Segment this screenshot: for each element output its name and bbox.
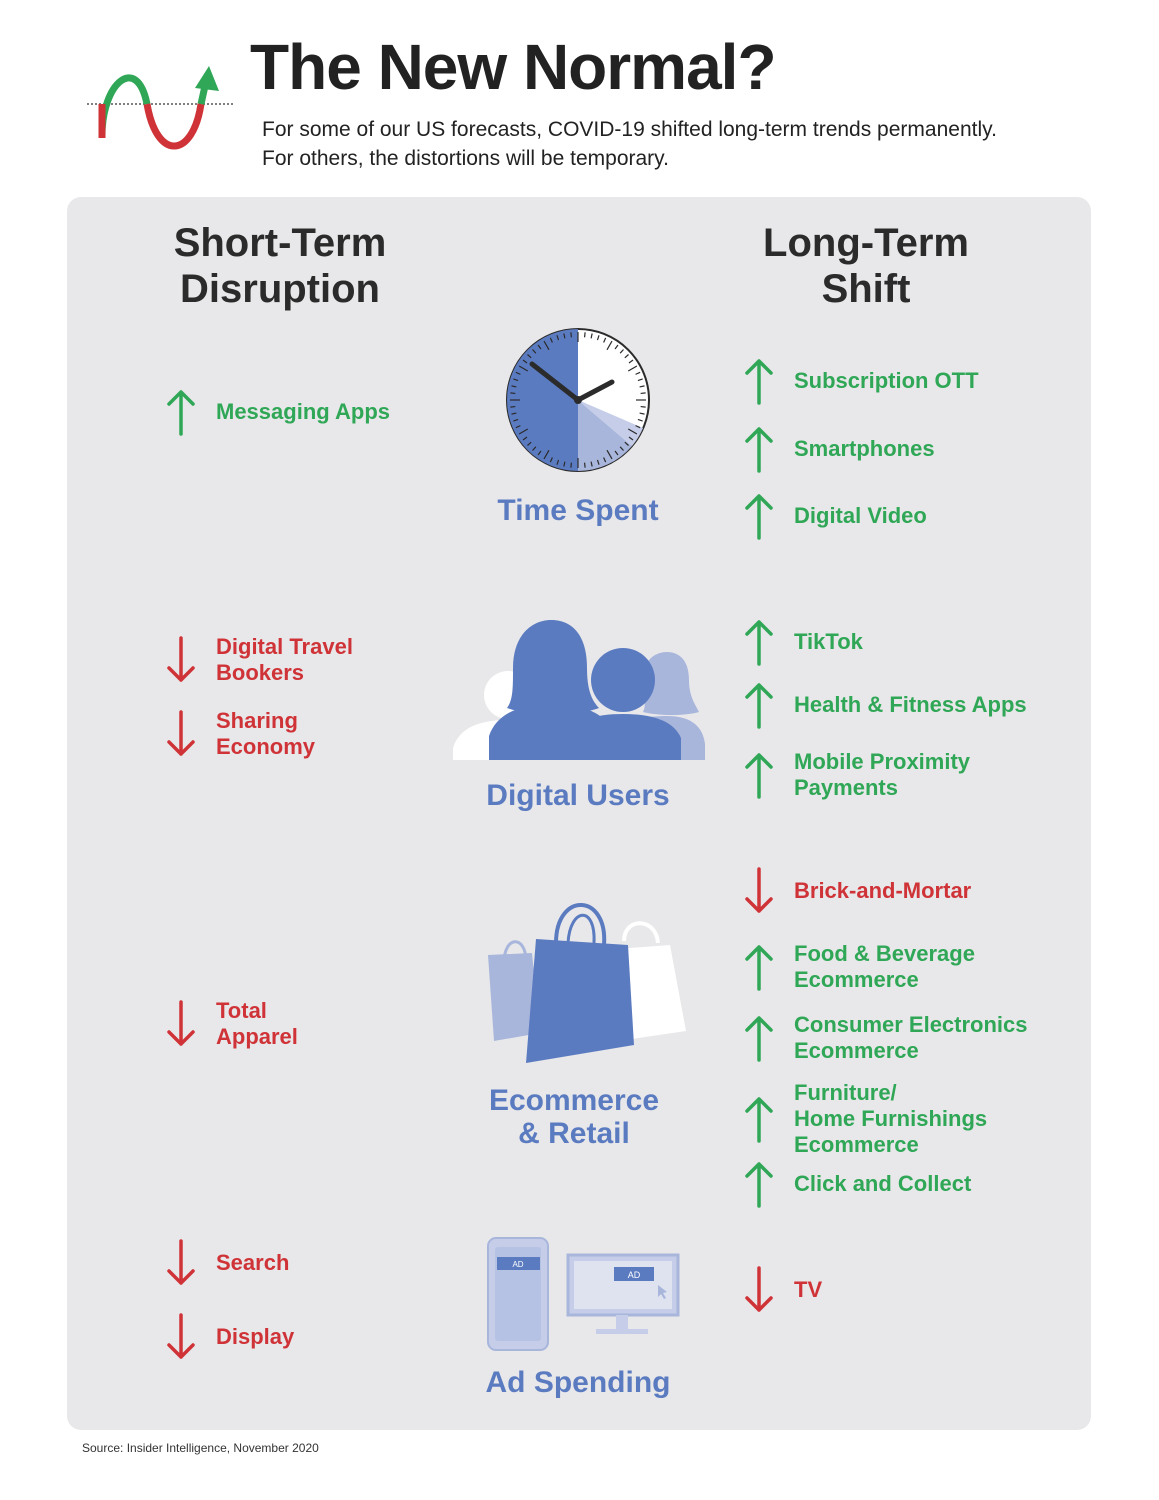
item-label: Health & Fitness Apps <box>794 692 1027 717</box>
item-label: Click and Collect <box>794 1171 972 1196</box>
shopping-bags-icon <box>488 903 686 1063</box>
long-term-item: TikTok <box>744 618 863 666</box>
long-term-item: Click and Collect <box>744 1160 971 1208</box>
arrow-up-icon <box>167 390 195 436</box>
arrow-up-icon <box>745 1162 773 1208</box>
arrow-down-icon <box>167 1000 195 1046</box>
item-label: Display <box>216 1324 295 1349</box>
short-term-item: Display <box>166 1313 294 1361</box>
category-digital-users: Digital Users <box>486 779 670 812</box>
arrow-up-icon <box>745 945 773 991</box>
people-icon <box>453 620 705 760</box>
item-label: TV <box>794 1277 823 1302</box>
arrow-up-icon <box>745 620 773 666</box>
long-term-item: Subscription OTT <box>744 357 979 405</box>
long-term-item: Smartphones <box>744 425 935 473</box>
category-ecommerce: Ecommerce & Retail <box>488 1084 660 1150</box>
long-term-item: Health & Fitness Apps <box>744 681 1027 729</box>
source-note: Source: Insider Intelligence, November 2… <box>82 1441 319 1455</box>
item-label: Smartphones <box>794 436 935 461</box>
item-label: Search <box>216 1250 290 1275</box>
arrow-down-icon <box>167 1239 195 1285</box>
ad-badge-phone: AD <box>512 1260 523 1269</box>
subtitle: For some of our US forecasts, COVID-19 s… <box>262 118 997 170</box>
short-term-item: Search <box>166 1239 289 1287</box>
item-label: TikTok <box>794 629 863 654</box>
arrow-down-icon <box>167 710 195 756</box>
arrow-up-icon <box>745 1097 773 1143</box>
category-time-spent: Time Spent <box>497 494 659 527</box>
long-term-item: TV <box>744 1266 822 1314</box>
arrow-up-icon <box>745 683 773 729</box>
short-term-heading: Short-Term Disruption <box>173 221 387 311</box>
category-ad-spending: Ad Spending <box>485 1366 671 1399</box>
page-title: The New Normal? <box>250 31 777 103</box>
arrow-up-icon <box>745 494 773 540</box>
devices-ad-icon: AD AD <box>487 1237 680 1351</box>
arrow-up-icon <box>745 427 773 473</box>
long-term-item: Digital Video <box>744 492 927 540</box>
item-label: Messaging Apps <box>216 399 390 424</box>
long-term-item: Brick-and-Mortar <box>744 867 971 915</box>
clock-icon <box>506 328 650 472</box>
arrow-down-icon <box>745 1266 773 1312</box>
item-label: Brick-and-Mortar <box>794 878 972 903</box>
long-term-heading: Long-Term Shift <box>763 221 969 311</box>
arrow-down-icon <box>167 636 195 682</box>
ad-badge-monitor: AD <box>628 1270 641 1280</box>
arrow-up-icon <box>745 753 773 799</box>
arrow-down-icon <box>745 867 773 913</box>
arrow-up-icon <box>745 359 773 405</box>
arrow-down-icon <box>167 1313 195 1359</box>
wave-arrow-icon <box>87 66 233 150</box>
short-term-item: Messaging Apps <box>166 388 390 436</box>
item-label: Digital Video <box>794 503 927 528</box>
item-label: Subscription OTT <box>794 368 979 393</box>
arrow-up-icon <box>745 1016 773 1062</box>
